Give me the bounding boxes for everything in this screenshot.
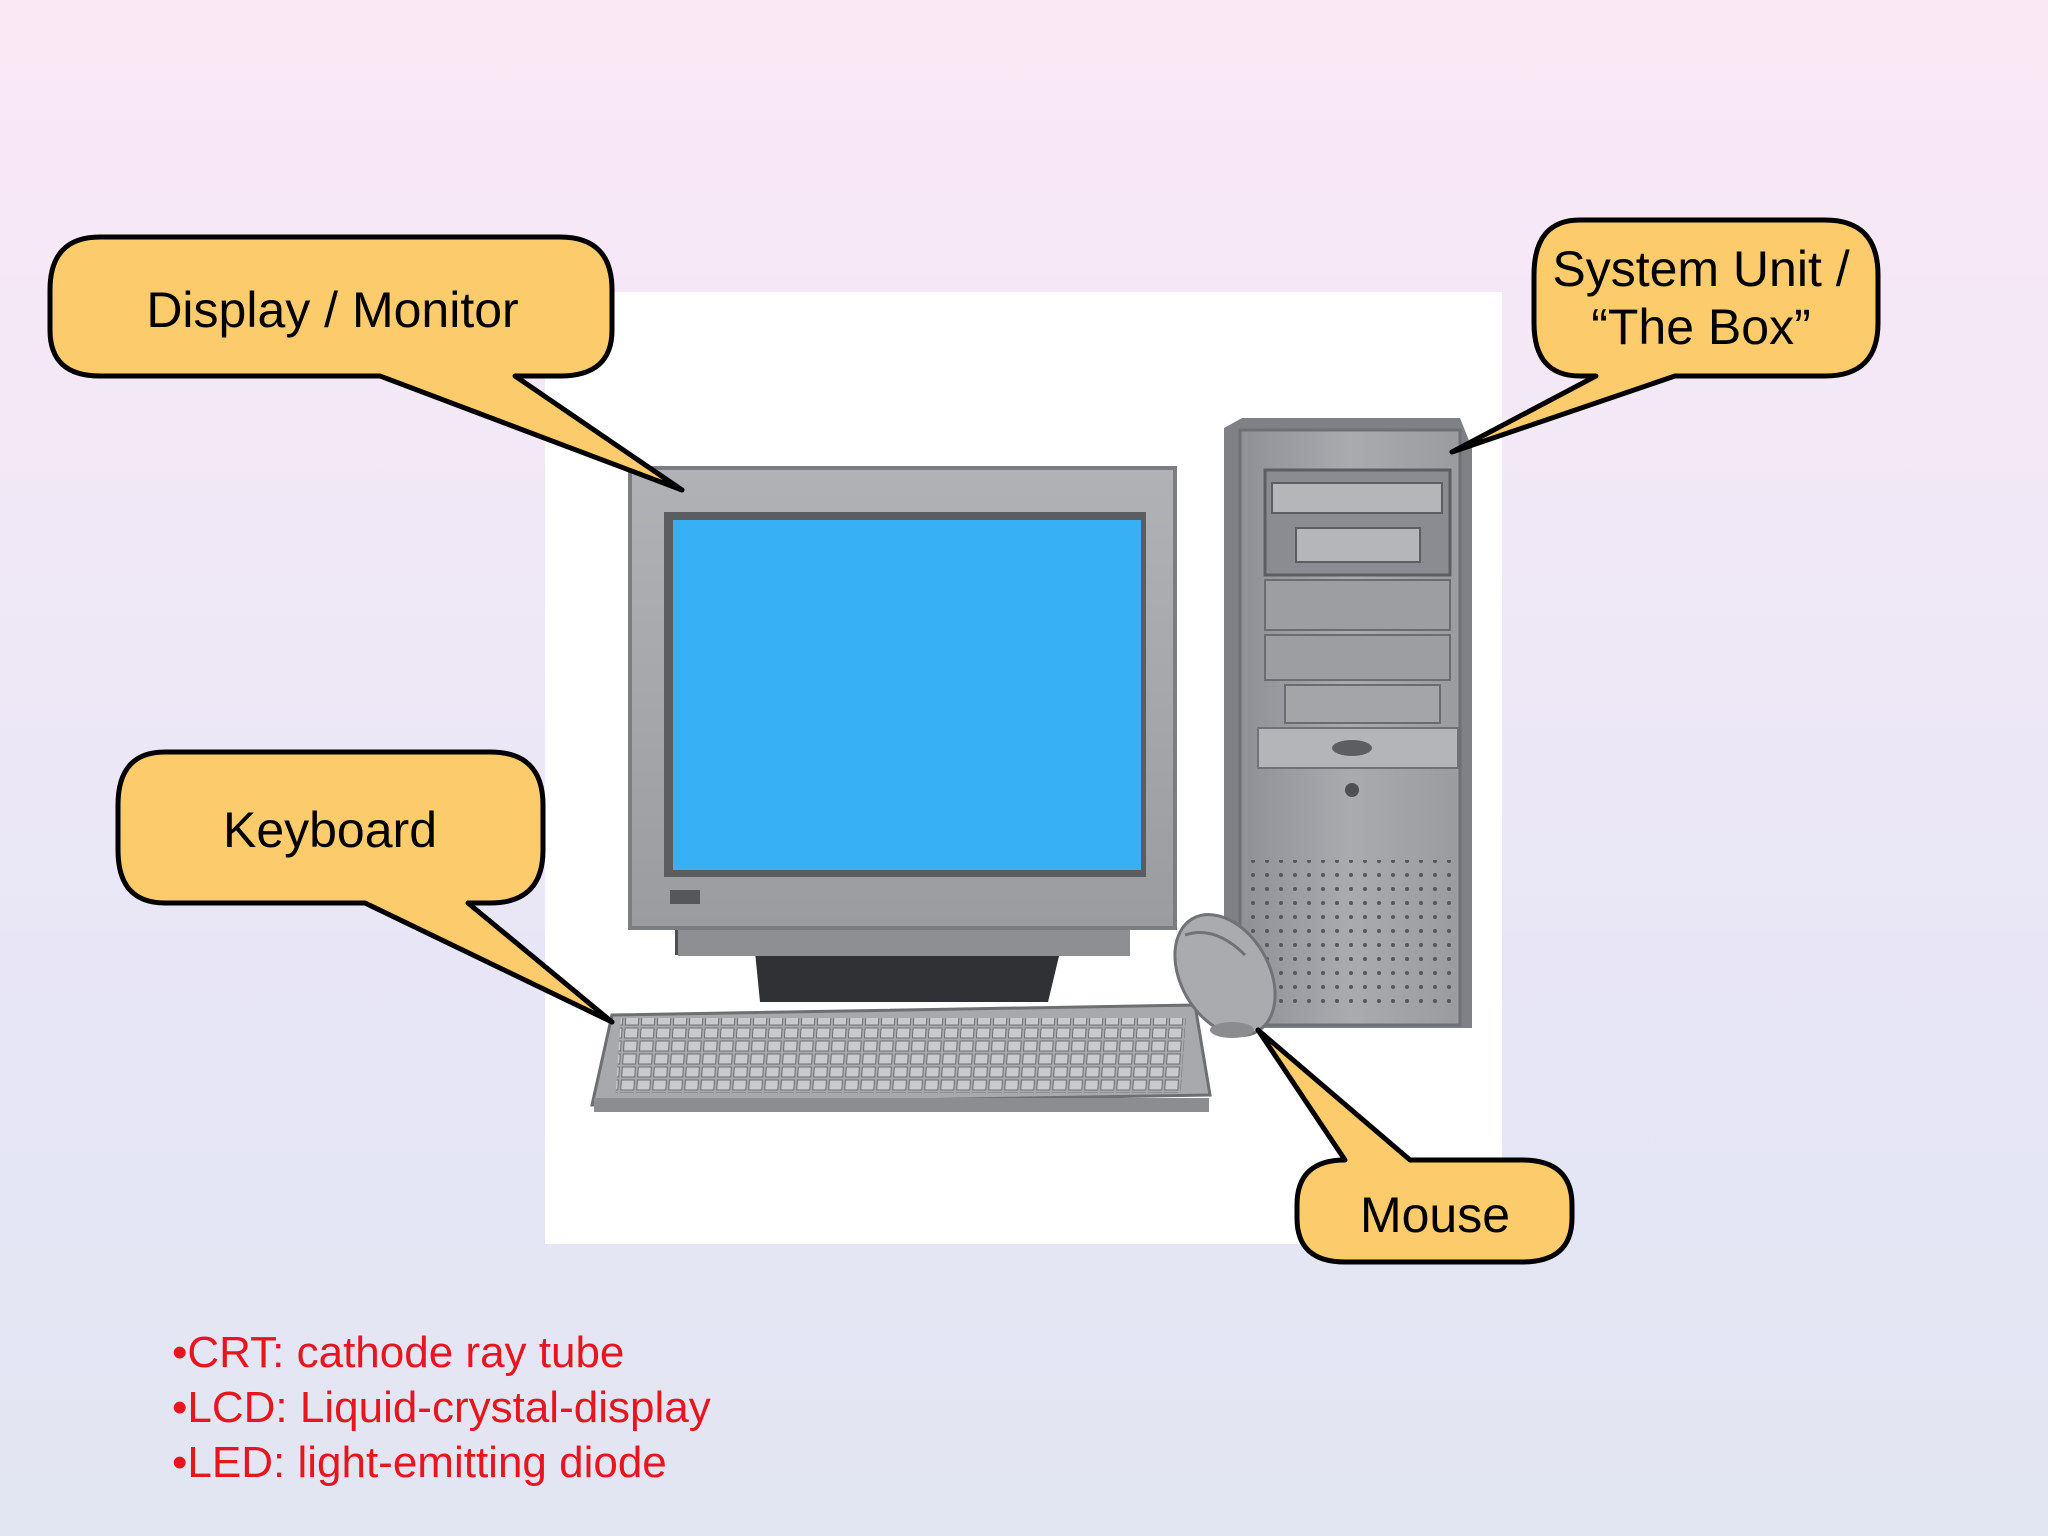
system-unit-label-line2: “The Box” [1591,299,1811,355]
note-lcd: •LCD: Liquid-crystal-display [172,1383,711,1432]
display-callout-bubble [47,234,685,493]
keyboard-callout-bubble [115,749,615,1025]
note-crt: •CRT: cathode ray tube [172,1328,625,1377]
mouse-label: Mouse [1359,1187,1511,1243]
system-unit-tower [1224,418,1472,1028]
keyboard-label: Keyboard [222,802,438,858]
note-led: •LED: light-emitting diode [172,1438,667,1487]
keyboard [590,1003,1212,1112]
display-types-list: •CRT: cathode ray tube •LCD: Liquid-crys… [172,1325,711,1490]
monitor [628,466,1177,1002]
system-unit-label: System Unit / “The Box” [1536,234,1866,362]
monitor-screen [673,520,1141,870]
system-unit-label-line1: System Unit / [1552,241,1850,297]
system-unit-callout-bubble [1449,217,1881,455]
mouse-callout-bubble [1255,1027,1575,1265]
display-monitor-label: Display / Monitor [146,282,519,338]
